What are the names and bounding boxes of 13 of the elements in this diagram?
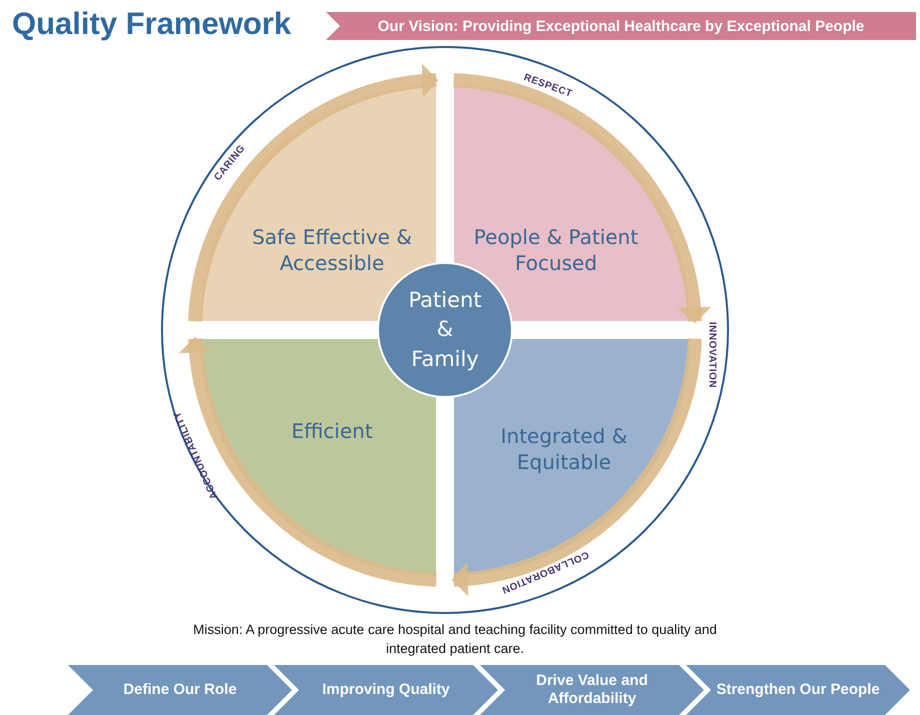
- quadrant-label: Safe Effective & Accessible: [251, 224, 413, 276]
- chevron-step: Drive Value and Affordability: [480, 665, 704, 715]
- vision-banner: Our Vision: Providing Exceptional Healthcare by Exceptional People: [326, 12, 916, 40]
- title: Quality Framework: [12, 6, 292, 42]
- chevron-step: Improving Quality: [274, 665, 498, 715]
- center-label: Patient & Family: [407, 286, 483, 373]
- value-label: INNOVATION: [706, 322, 718, 388]
- mission-statement: Mission: A progressive acute care hospital and teaching facility committed to quality and integrated patient care.: [192, 621, 718, 658]
- quadrant-label: Efficient: [290, 418, 374, 444]
- chevron-step: Define Our Role: [68, 665, 292, 715]
- quadrant-label: Integrated & Equitable: [500, 423, 628, 475]
- chevron-step: Strengthen Our People: [686, 665, 910, 715]
- quadrant-label: People & Patient Focused: [472, 224, 640, 276]
